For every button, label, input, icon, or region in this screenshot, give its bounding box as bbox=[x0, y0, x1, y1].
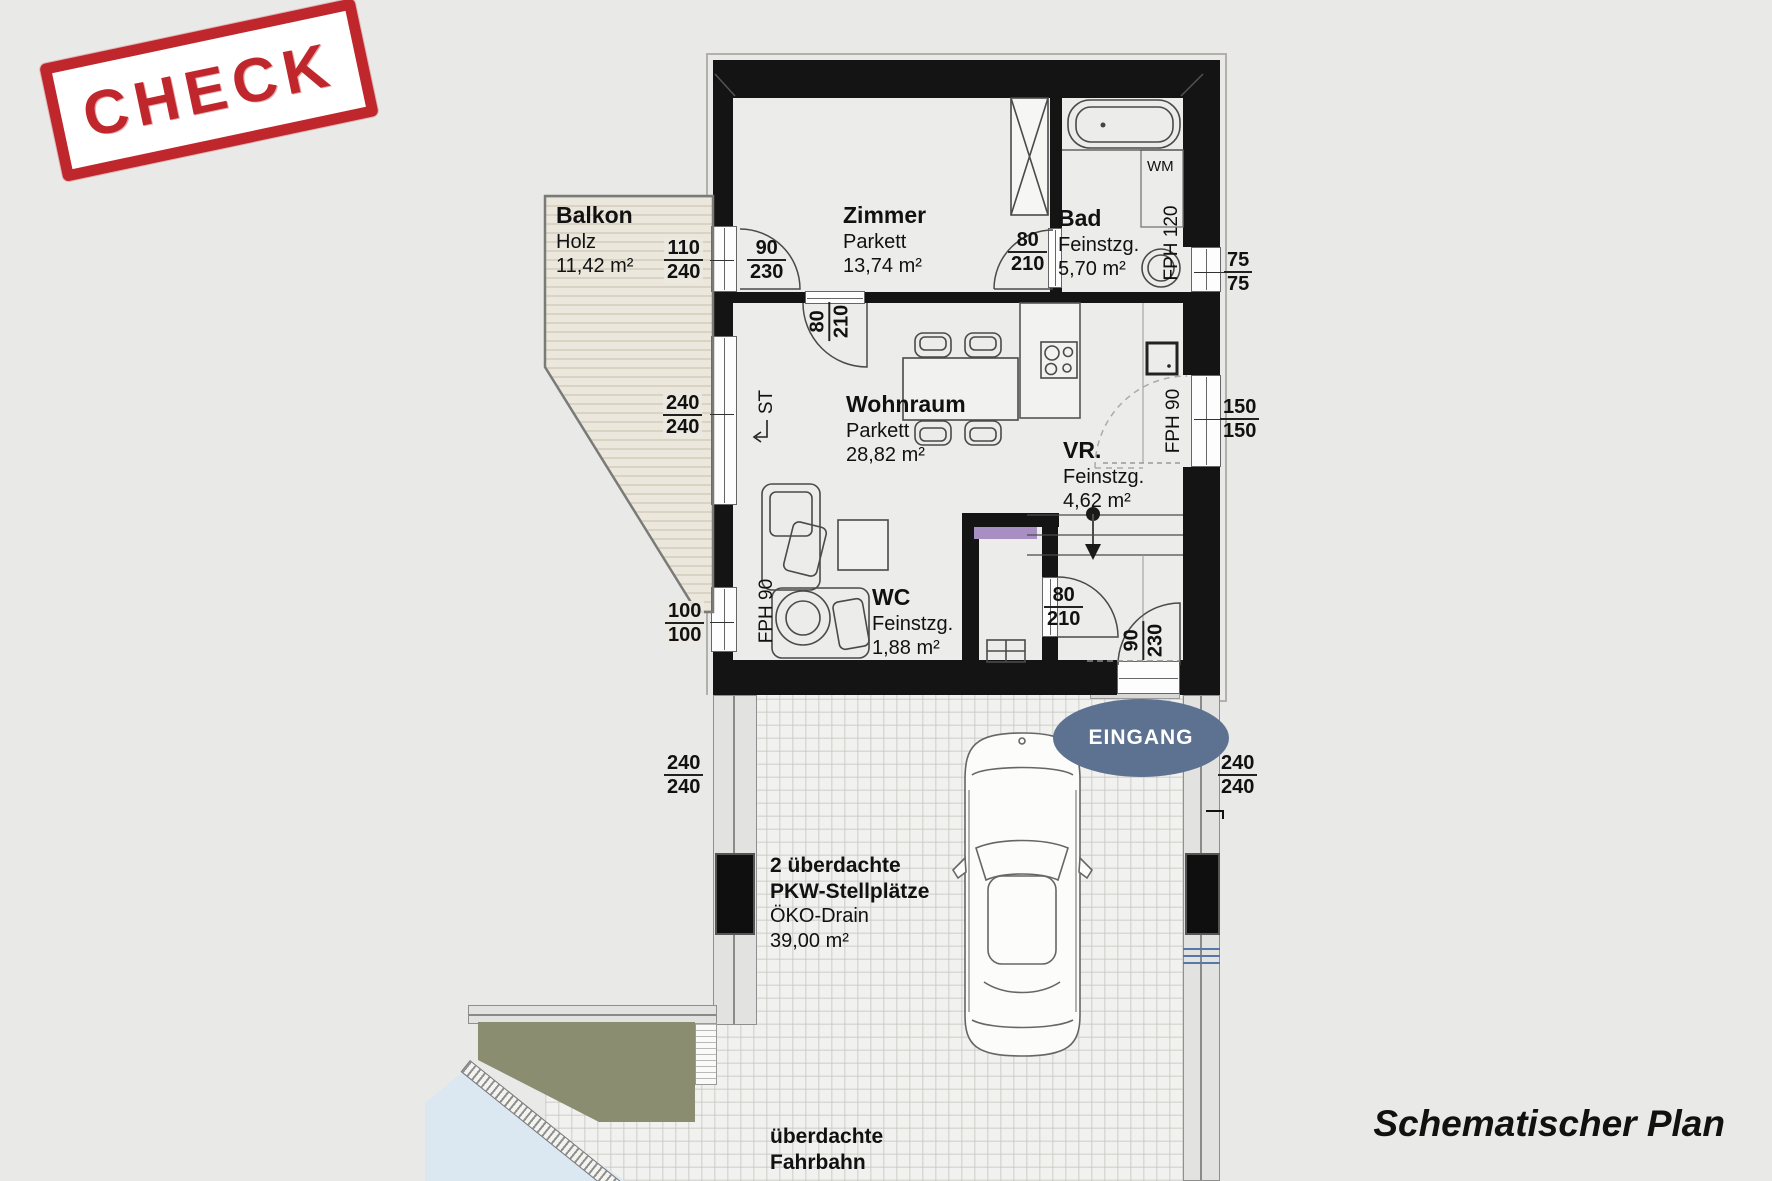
fph-bad-label: FPH 120 bbox=[1161, 205, 1182, 281]
garden-steps bbox=[695, 1023, 717, 1085]
balkon-label: Balkon Holz 11,42 m² bbox=[556, 202, 634, 278]
bad-label: Bad Feinstzg. 5,70 m² bbox=[1058, 205, 1140, 281]
wall-bottom-1 bbox=[713, 660, 1117, 695]
wc-glass-panel bbox=[974, 527, 1037, 539]
carport-label: 2 überdachte PKW-Stellplätze ÖKO-Drain 3… bbox=[770, 854, 930, 952]
wohnraum-label: Wohnraum Parkett 28,82 m² bbox=[846, 391, 966, 467]
leader-vr-window bbox=[1194, 419, 1220, 420]
wall-right-3 bbox=[1183, 467, 1220, 660]
fph-vr-label: FPH 90 bbox=[1163, 388, 1184, 454]
zimmer-label: Zimmer Parkett 13,74 m² bbox=[843, 202, 927, 278]
vr-window bbox=[1191, 375, 1221, 467]
leader-balcony-door bbox=[710, 260, 734, 261]
wall-right-2 bbox=[1183, 292, 1220, 375]
wall-right-1 bbox=[1183, 98, 1220, 247]
wall-zimmer-wohnraum-2 bbox=[865, 292, 1183, 303]
fph-wohnraum-label: FPH 90 bbox=[756, 578, 777, 644]
wall-wc-right-2 bbox=[1042, 637, 1058, 660]
sliding-door-label: ST bbox=[756, 389, 777, 415]
drain-lines bbox=[1183, 948, 1220, 966]
plan-caption: Schematischer Plan bbox=[1373, 1103, 1725, 1144]
wall-top bbox=[713, 60, 1220, 98]
wohnraum-window bbox=[711, 587, 737, 652]
wall-left-2 bbox=[713, 292, 733, 336]
balcony-door-window bbox=[711, 226, 737, 292]
vr-label: VR. Feinstzg. 4,62 m² bbox=[1063, 437, 1145, 513]
leader-wohnraum-window bbox=[710, 622, 734, 623]
wall-wc-right-1 bbox=[1042, 527, 1058, 577]
wall-left-1 bbox=[713, 98, 733, 226]
check-stamp-text: CHECK bbox=[76, 29, 342, 151]
wall-left-4 bbox=[713, 652, 733, 662]
leader-bad-window bbox=[1194, 272, 1224, 273]
survey-mark bbox=[1206, 810, 1224, 819]
carport-wall-right bbox=[1183, 695, 1220, 1181]
entrance-badge: EINGANG bbox=[1053, 699, 1229, 777]
check-stamp: CHECK bbox=[39, 0, 379, 183]
wall-zimmer-bad-1 bbox=[1050, 98, 1062, 228]
wall-wc-left bbox=[962, 513, 979, 660]
washing-machine-label: WM bbox=[1147, 158, 1174, 175]
driveway-label: überdachte Fahrbahn bbox=[770, 1125, 884, 1174]
wall-wc-top bbox=[962, 513, 1059, 527]
wall-bottom-2 bbox=[1180, 660, 1220, 695]
leader-balcony-slider bbox=[710, 414, 734, 415]
entrance-badge-text: EINGANG bbox=[1088, 726, 1194, 749]
entrance-door-frame bbox=[1117, 661, 1180, 694]
balcony-sliding-window bbox=[711, 336, 737, 505]
carport-pillar-left bbox=[715, 853, 755, 935]
carport-pillar-right bbox=[1185, 853, 1220, 935]
wall-zimmer-wohnraum-1 bbox=[733, 292, 805, 303]
wall-left-3 bbox=[713, 505, 733, 587]
bad-window bbox=[1191, 247, 1221, 292]
wc-label: WC Feinstzg. 1,88 m² bbox=[872, 584, 954, 660]
garden-wall bbox=[468, 1005, 717, 1024]
